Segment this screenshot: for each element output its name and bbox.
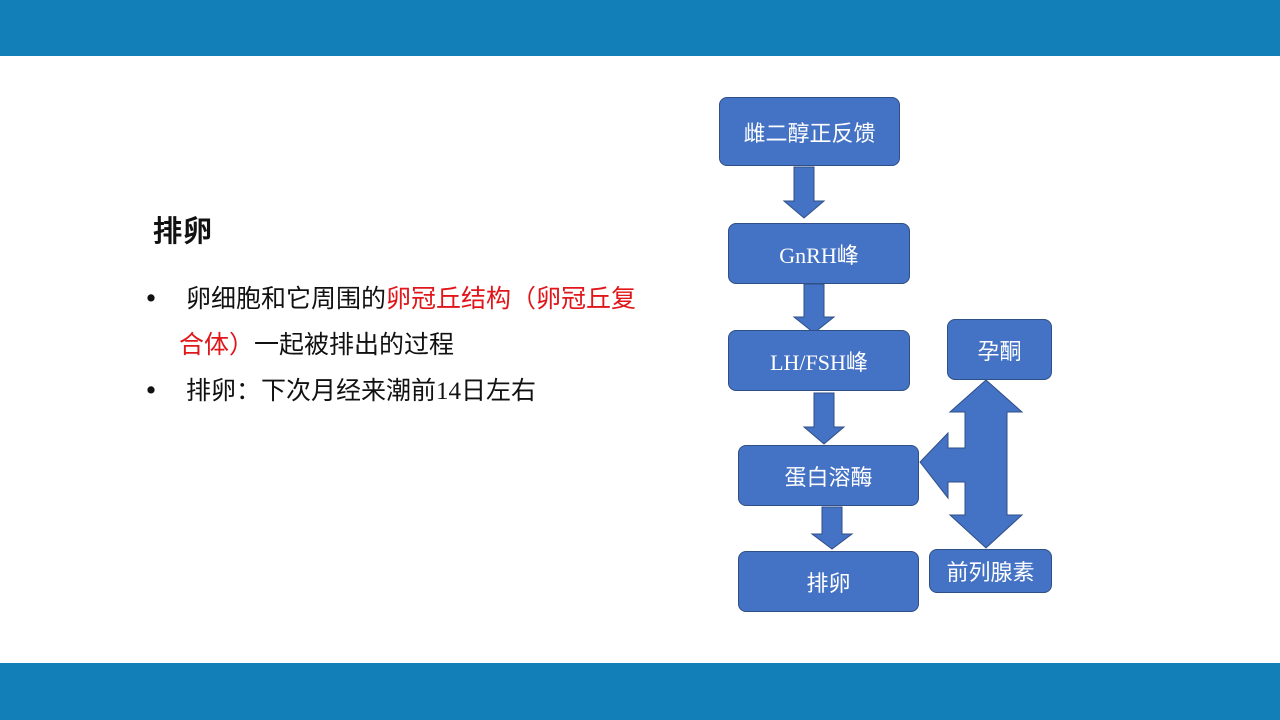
feedback-arrow <box>919 379 1024 549</box>
bullet-marker: • <box>143 284 159 313</box>
arrow-down-1 <box>782 166 826 219</box>
timing-text: 排卵：下次月经来潮前 <box>186 376 437 405</box>
top-banner <box>0 0 1280 56</box>
bullet-continuation: 合体）一起被排出的过程 <box>141 322 686 368</box>
box-lh-fsh-peak: LH/FSH峰 <box>728 330 910 391</box>
box-ovulation: 排卵 <box>738 551 919 612</box>
slide-title: 排卵 <box>153 214 214 248</box>
arrow-down-3 <box>802 392 846 445</box>
definition-highlight: 卵冠丘结构（卵冠丘复 <box>386 284 637 313</box>
definition-text-cont: 一起被排出的过程 <box>254 330 455 359</box>
bullet-item-definition: • 卵细胞和它周围的卵冠丘结构（卵冠丘复 <box>141 276 686 322</box>
box-estradiol-feedback: 雌二醇正反馈 <box>719 97 900 166</box>
arrow-down-4 <box>810 506 854 550</box>
timing-number: 14 <box>436 378 462 405</box>
definition-highlight-cont: 合体） <box>179 330 255 359</box>
arrow-down-2 <box>792 283 836 334</box>
box-prostaglandin: 前列腺素 <box>929 549 1052 593</box>
bottom-banner <box>0 663 1280 720</box>
bullet-marker: • <box>143 376 159 405</box>
box-progesterone: 孕酮 <box>947 319 1052 380</box>
timing-text-end: 日左右 <box>461 376 537 405</box>
box-gnrh-peak: GnRH峰 <box>728 223 910 284</box>
bullet-list: • 卵细胞和它周围的卵冠丘结构（卵冠丘复 合体）一起被排出的过程 • 排卵：下次… <box>141 276 686 415</box>
bullet-item-timing: • 排卵：下次月经来潮前14日左右 <box>141 368 686 415</box>
definition-text: 卵细胞和它周围的 <box>186 284 387 313</box>
box-protease: 蛋白溶酶 <box>738 445 919 506</box>
